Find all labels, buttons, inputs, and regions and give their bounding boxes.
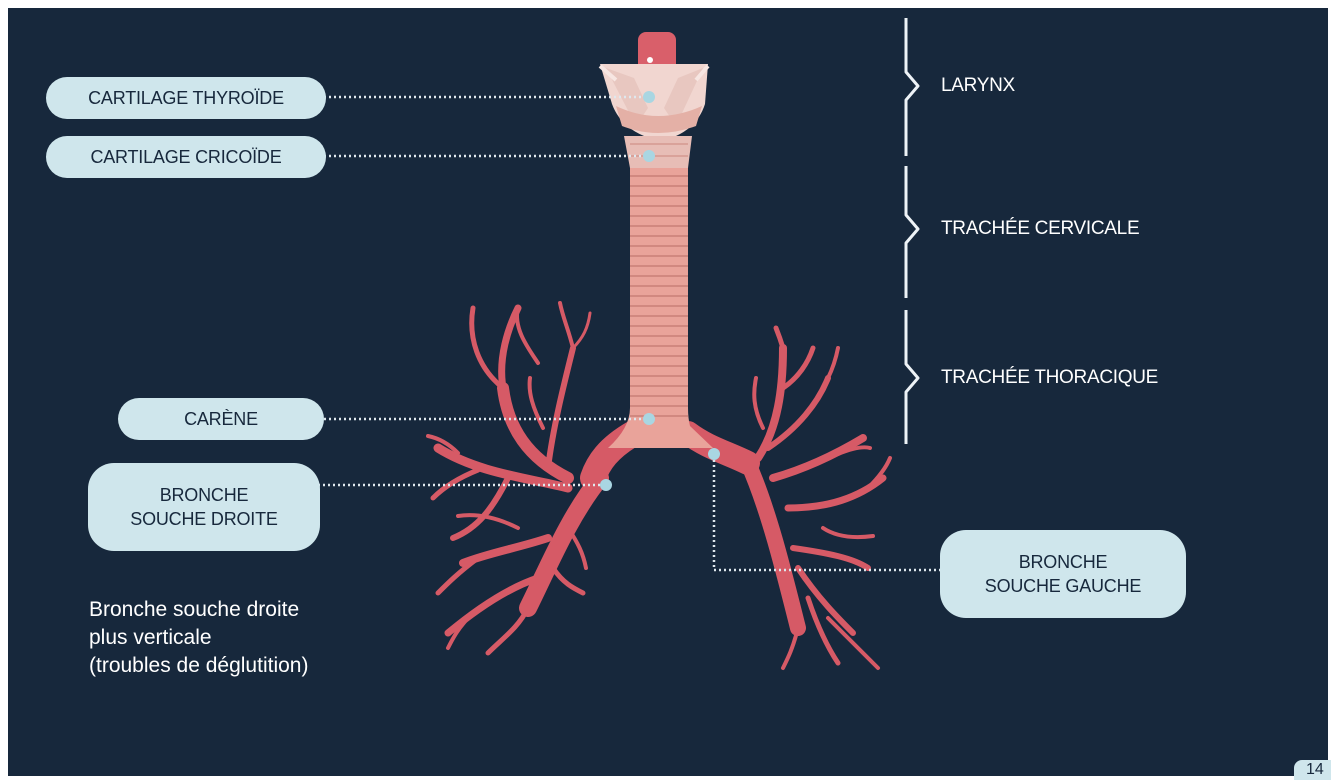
left-bronchus-line-1: BRONCHE <box>1019 550 1108 574</box>
carina-marker <box>643 413 655 425</box>
thyroid-cartilage-label: CARTILAGE THYROÏDE <box>46 77 326 119</box>
cervical-trachea-region-label: TRACHÉE CERVICALE <box>941 218 1139 240</box>
right-bronchus-marker <box>600 479 612 491</box>
thyroid-cartilage-text: CARTILAGE THYROÏDE <box>88 86 284 110</box>
right-main-bronchus-label: BRONCHE SOUCHE DROITE <box>88 463 320 551</box>
note-line-3: (troubles de déglutition) <box>89 652 308 680</box>
right-bronchial-tree <box>428 303 634 653</box>
thoracic-trachea-region-label: TRACHÉE THORACIQUE <box>941 367 1158 389</box>
left-bronchus-line-2: SOUCHE GAUCHE <box>985 574 1141 598</box>
cricoid-marker <box>643 150 655 162</box>
trachea <box>608 166 713 448</box>
thyroid-marker <box>643 91 655 103</box>
larynx-bracket <box>906 18 918 156</box>
left-bronchial-tree <box>688 328 890 668</box>
left-main-bronchus-label: BRONCHE SOUCHE GAUCHE <box>940 530 1186 618</box>
page-number-badge: 14 <box>1294 760 1331 780</box>
note-line-2: plus verticale <box>89 624 308 652</box>
page-number: 14 <box>1306 761 1324 778</box>
right-bronchus-line-2: SOUCHE DROITE <box>130 507 277 531</box>
diagram-slide: CARTILAGE THYROÏDE CARTILAGE CRICOÏDE CA… <box>8 8 1328 776</box>
left-bronchus-marker <box>708 448 720 460</box>
cervical-trachea-bracket <box>906 166 918 298</box>
carina-label: CARÈNE <box>118 398 324 440</box>
thoracic-trachea-bracket <box>906 310 918 444</box>
right-bronchus-line-1: BRONCHE <box>160 483 249 507</box>
carina-text: CARÈNE <box>184 407 258 431</box>
note-line-1: Bronche souche droite <box>89 596 308 624</box>
region-brackets <box>906 18 918 444</box>
cricoid-cartilage-text: CARTILAGE CRICOÏDE <box>90 145 281 169</box>
cricoid-cartilage-label: CARTILAGE CRICOÏDE <box>46 136 326 178</box>
larynx-region-label: LARYNX <box>941 75 1015 97</box>
clinical-note: Bronche souche droite plus verticale (tr… <box>89 596 308 680</box>
